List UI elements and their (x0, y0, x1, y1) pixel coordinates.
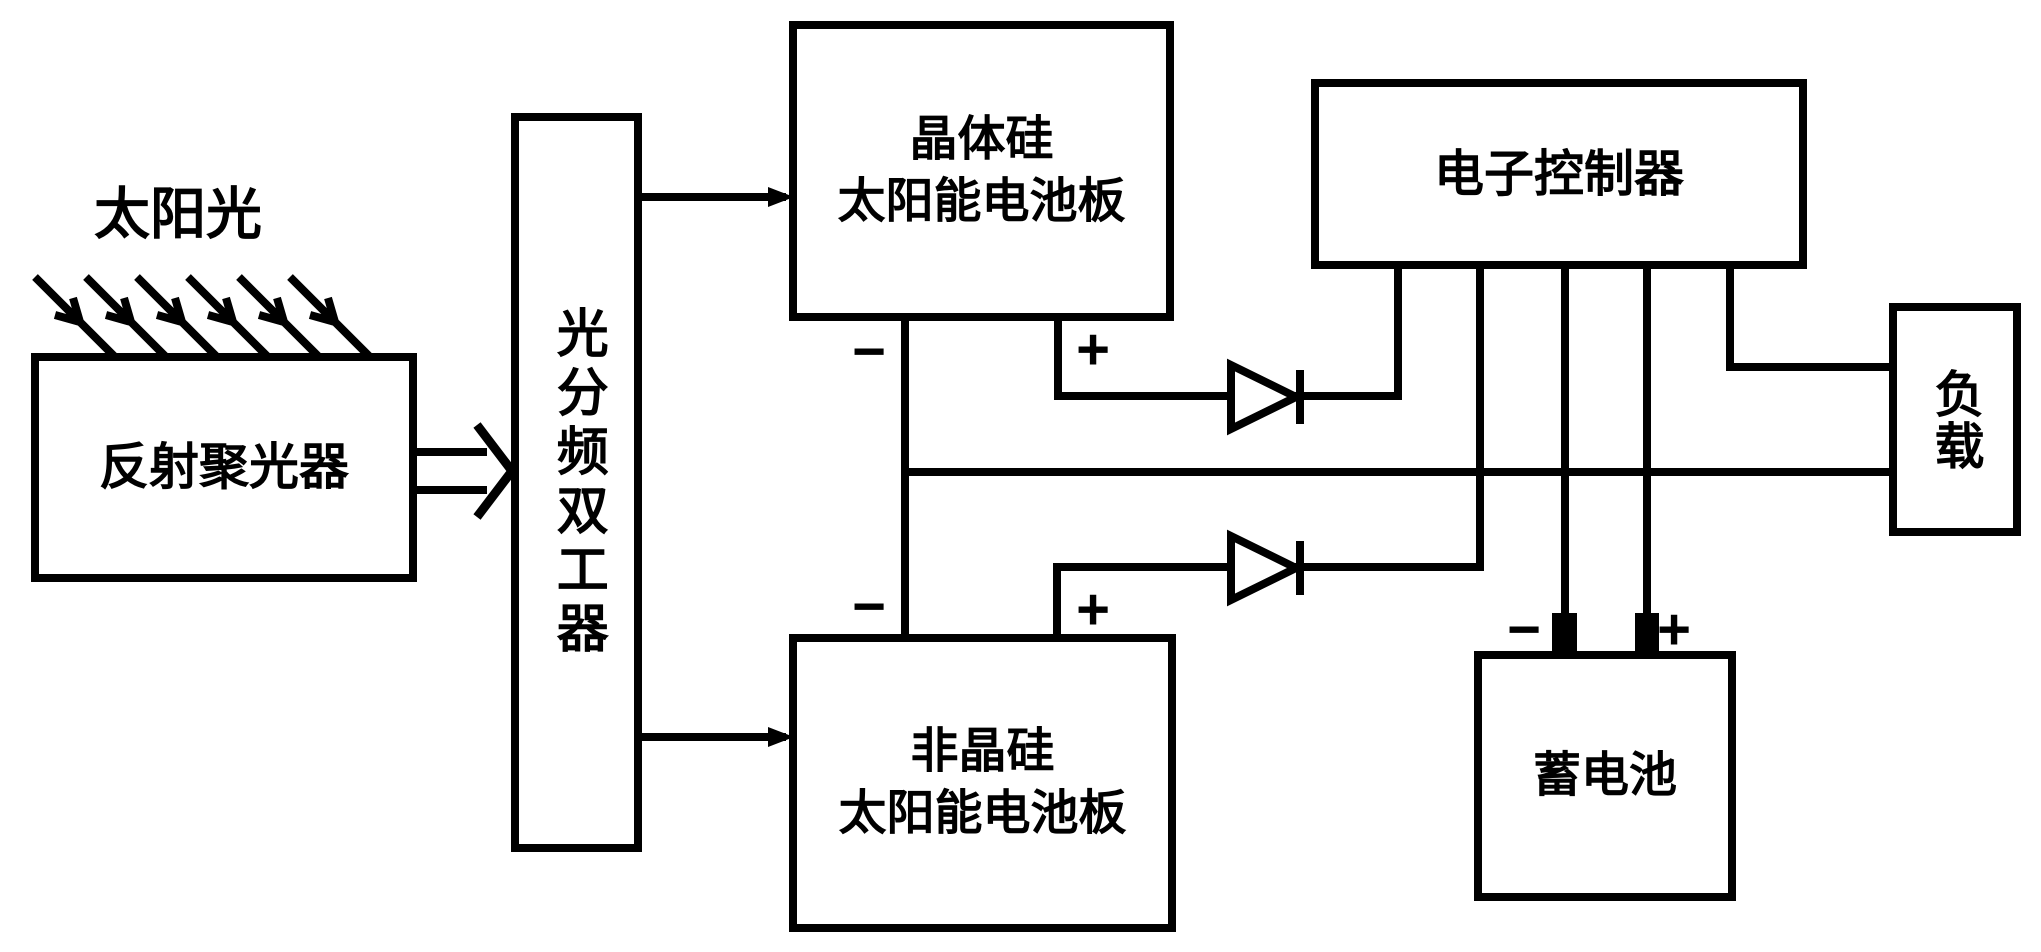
crystalline-panel-box: 晶体硅 太阳能电池板 (789, 21, 1174, 321)
sun-rays-icon (32, 274, 374, 361)
crystalline-plus-sign: + (1076, 317, 1110, 382)
crystalline-panel-label-line1: 晶体硅 (909, 112, 1054, 166)
battery-negative-post (1552, 613, 1577, 657)
duplexer-label: 光分频双工器 (548, 305, 607, 660)
arrowhead-amorphous (768, 727, 794, 747)
diode-bottom-icon (1227, 529, 1306, 607)
battery-plus-sign: + (1657, 597, 1691, 662)
battery-positive-post (1635, 613, 1659, 657)
sun-ray (83, 274, 170, 361)
battery-minus-sign: − (1507, 597, 1541, 662)
sun-ray (185, 274, 272, 361)
duplexer-box: 光分频双工器 (511, 113, 642, 852)
battery-box: 蓄电池 (1474, 651, 1736, 901)
controller-box: 电子控制器 (1311, 79, 1807, 269)
sunlight-label: 太阳光 (94, 182, 262, 246)
sun-ray (287, 274, 374, 361)
amorphous-panel-label-line2: 太阳能电池板 (838, 787, 1127, 840)
diode-top-icon (1227, 358, 1306, 436)
controller-label: 电子控制器 (1434, 145, 1684, 202)
arrowhead-crystalline (768, 187, 794, 207)
reflector-label: 反射聚光器 (99, 439, 349, 495)
amorphous-panel-label-line1: 非晶硅 (910, 724, 1055, 778)
wire-controller-to-load (1726, 261, 1893, 371)
reflector-box: 反射聚光器 (31, 353, 417, 582)
amorphous-minus-sign: − (852, 574, 886, 639)
sun-ray (134, 274, 221, 361)
crystalline-panel-label-line2: 太阳能电池板 (837, 175, 1126, 228)
amorphous-plus-sign: + (1076, 577, 1110, 642)
load-label: 负载 (1927, 367, 1984, 472)
load-box: 负载 (1889, 303, 2021, 536)
battery-label: 蓄电池 (1532, 748, 1677, 802)
sun-ray (236, 274, 323, 361)
amorphous-panel-box: 非晶硅 太阳能电池板 (789, 634, 1176, 932)
sun-ray (32, 274, 119, 361)
crystalline-minus-sign: − (852, 319, 886, 384)
light-flow-arrow-icon (417, 422, 518, 520)
